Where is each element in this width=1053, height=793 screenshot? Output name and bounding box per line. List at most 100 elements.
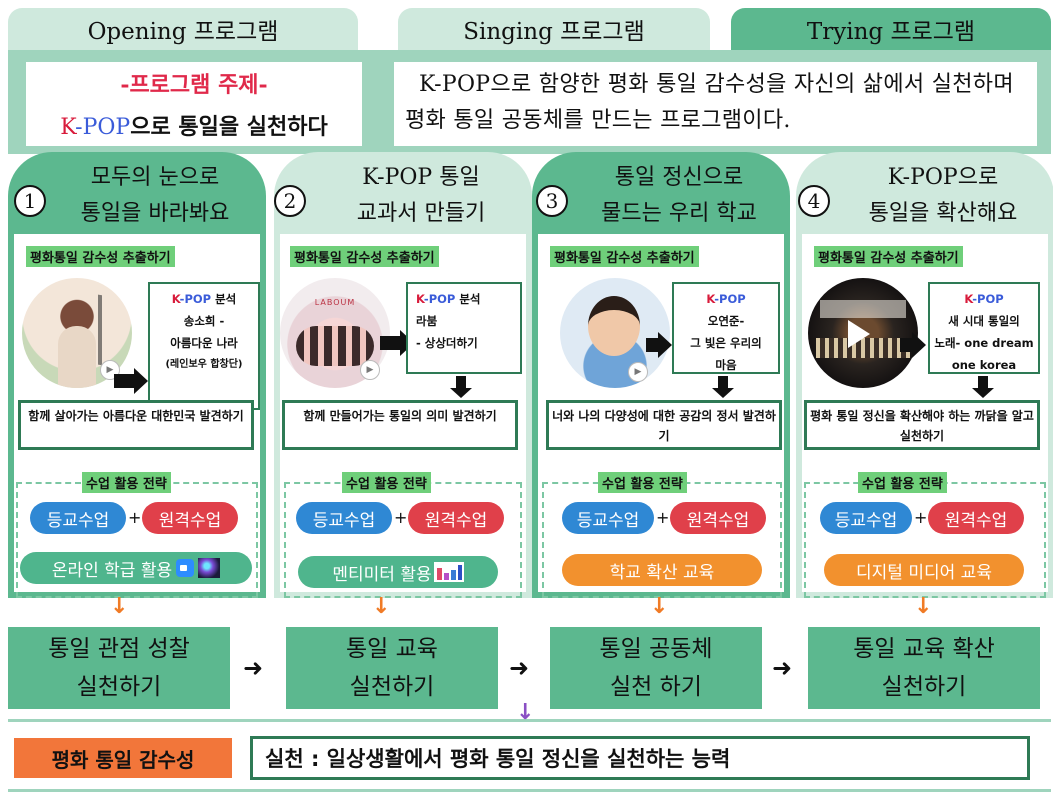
song-line: (레인보우 합창단)	[165, 359, 243, 370]
slogan-k: K	[60, 115, 76, 140]
step-number: 1	[14, 185, 46, 217]
singer-photo	[560, 278, 670, 388]
step-number: 2	[274, 185, 306, 217]
pill-in-person: 등교수업	[30, 502, 126, 534]
pill-activity: 온라인 학급 활용	[20, 552, 252, 584]
title-line-2: 통일을 바라봐요	[80, 201, 230, 226]
down-arrow-head	[712, 388, 734, 398]
extract-highlight: 평화통일 감수성 추출하기	[550, 246, 699, 267]
plus-sign: +	[656, 508, 670, 527]
play-icon[interactable]: ▶	[360, 360, 380, 380]
zoom-icon	[176, 559, 195, 577]
pill-activity: 디지털 미디어 교육	[824, 554, 1024, 586]
title-line-1: 모두의 눈으로	[90, 165, 220, 190]
tab-trying: Trying 프로그램	[731, 8, 1051, 50]
down-arrow-icon	[456, 376, 466, 390]
result-box: 평화 통일 정신을 확산해야 하는 까닭을 알고 실천하기	[804, 400, 1040, 450]
pill-in-person: 등교수업	[296, 502, 392, 534]
purple-down-arrow-icon: ↓	[516, 700, 535, 725]
kpop-label: K-POP 분석	[416, 288, 520, 310]
extract-highlight: 평화통일 감수성 추출하기	[814, 246, 963, 267]
outcome-line-1: 통일 교육	[346, 636, 438, 662]
k-letter: K	[171, 292, 180, 306]
song-line: 새 시대 통일의	[948, 314, 1020, 328]
step-number: 3	[536, 185, 568, 217]
song-box: K-POP 새 시대 통일의 노래- one dream one korea	[928, 282, 1040, 374]
label-rest: 분석	[455, 292, 481, 306]
pill-remote: 원격수업	[928, 502, 1024, 534]
pill-remote: 원격수업	[670, 502, 766, 534]
right-arrow-icon: ➜	[509, 654, 530, 682]
song-line: 라붐	[416, 314, 438, 328]
strategy-label: 수업 활용 전략	[82, 472, 171, 493]
theme-box: -프로그램 주제- K-POP으로 통일을 실천하다	[26, 62, 362, 146]
right-arrow-icon	[380, 336, 402, 350]
play-icon[interactable]: ▶	[628, 362, 648, 382]
outcome-line-2: 실천하기	[349, 674, 435, 700]
pill-activity-label: 온라인 학급 활용	[51, 560, 173, 581]
down-arrow-head	[450, 388, 472, 398]
galaxy-icon	[198, 558, 221, 578]
tab-singing: Singing 프로그램	[398, 8, 710, 50]
definition-box: 실천 : 일상생활에서 평화 통일 정신을 실천하는 능력	[250, 736, 1030, 780]
pill-remote: 원격수업	[142, 502, 238, 534]
down-arrow-icon	[978, 376, 988, 390]
song-line: 노래- one dream	[934, 336, 1034, 350]
pop-letters: -POP	[179, 292, 212, 306]
pop-letters: -POP	[972, 292, 1004, 306]
outcome-line-1: 통일 교육 확산	[853, 636, 995, 662]
mentimeter-icon	[433, 562, 464, 582]
strategy-label: 수업 활용 전략	[598, 472, 687, 493]
label-rest: 분석	[211, 292, 237, 306]
title-line-1: K-POP으로	[887, 165, 999, 190]
pill-activity: 멘티미터 활용	[298, 556, 498, 588]
photo-banner	[820, 300, 906, 318]
divider-line	[8, 719, 1051, 722]
strategy-label: 수업 활용 전략	[858, 472, 947, 493]
right-arrow-head	[912, 332, 926, 358]
theme-description: K-POP으로 함양한 평화 통일 감수성을 자신의 삶에서 실천하며 평화 통…	[405, 72, 1014, 133]
song-box: K-POP 분석 라붐 - 상상더하기	[406, 282, 522, 374]
step-number: 4	[798, 185, 830, 217]
kpop-label: K-POP	[930, 288, 1038, 310]
song-line: one korea	[951, 358, 1017, 372]
song-line: - 상상더하기	[416, 336, 478, 350]
extract-highlight: 평화통일 감수성 추출하기	[26, 246, 175, 267]
title-line-2: 통일을 확산해요	[868, 201, 1018, 226]
kpop-label: K-POP	[674, 288, 778, 310]
down-arrow-head	[972, 388, 994, 398]
right-arrow-head	[134, 368, 148, 394]
slogan-rest: 으로 통일을 실천하다	[130, 114, 328, 140]
result-box: 너와 나의 다양성에 대한 공감의 정서 발견하기	[546, 400, 782, 450]
group-photo: LABOUM	[280, 278, 390, 388]
plus-sign: +	[128, 508, 142, 527]
song-box: K-POP 분석 송소희 - 아름다운 나라 (레인보우 합창단)	[148, 282, 260, 410]
right-arrow-head	[658, 332, 672, 358]
photo-group	[296, 326, 374, 366]
sensitivity-badge: 평화 통일 감수성	[14, 738, 232, 778]
photo-figure	[58, 326, 96, 388]
title-line-2: 교과서 만들기	[356, 201, 486, 226]
outcome-line-2: 실천하기	[881, 674, 967, 700]
right-arrow-icon: ➜	[243, 654, 264, 682]
title-line-1: 통일 정신으로	[614, 165, 744, 190]
kpop-label: K-POP 분석	[150, 288, 258, 310]
extract-highlight: 평화통일 감수성 추출하기	[290, 246, 439, 267]
song-line: 송소희 -	[183, 314, 225, 328]
title-line-1: K-POP 통일	[362, 165, 480, 190]
performance-photo	[808, 278, 918, 388]
play-icon[interactable]	[848, 320, 870, 348]
song-box: K-POP 오연준- 그 빛은 우리의 마음	[672, 282, 780, 374]
pill-in-person: 등교수업	[562, 502, 654, 534]
pill-in-person: 등교수업	[820, 502, 912, 534]
right-arrow-icon	[646, 338, 660, 352]
